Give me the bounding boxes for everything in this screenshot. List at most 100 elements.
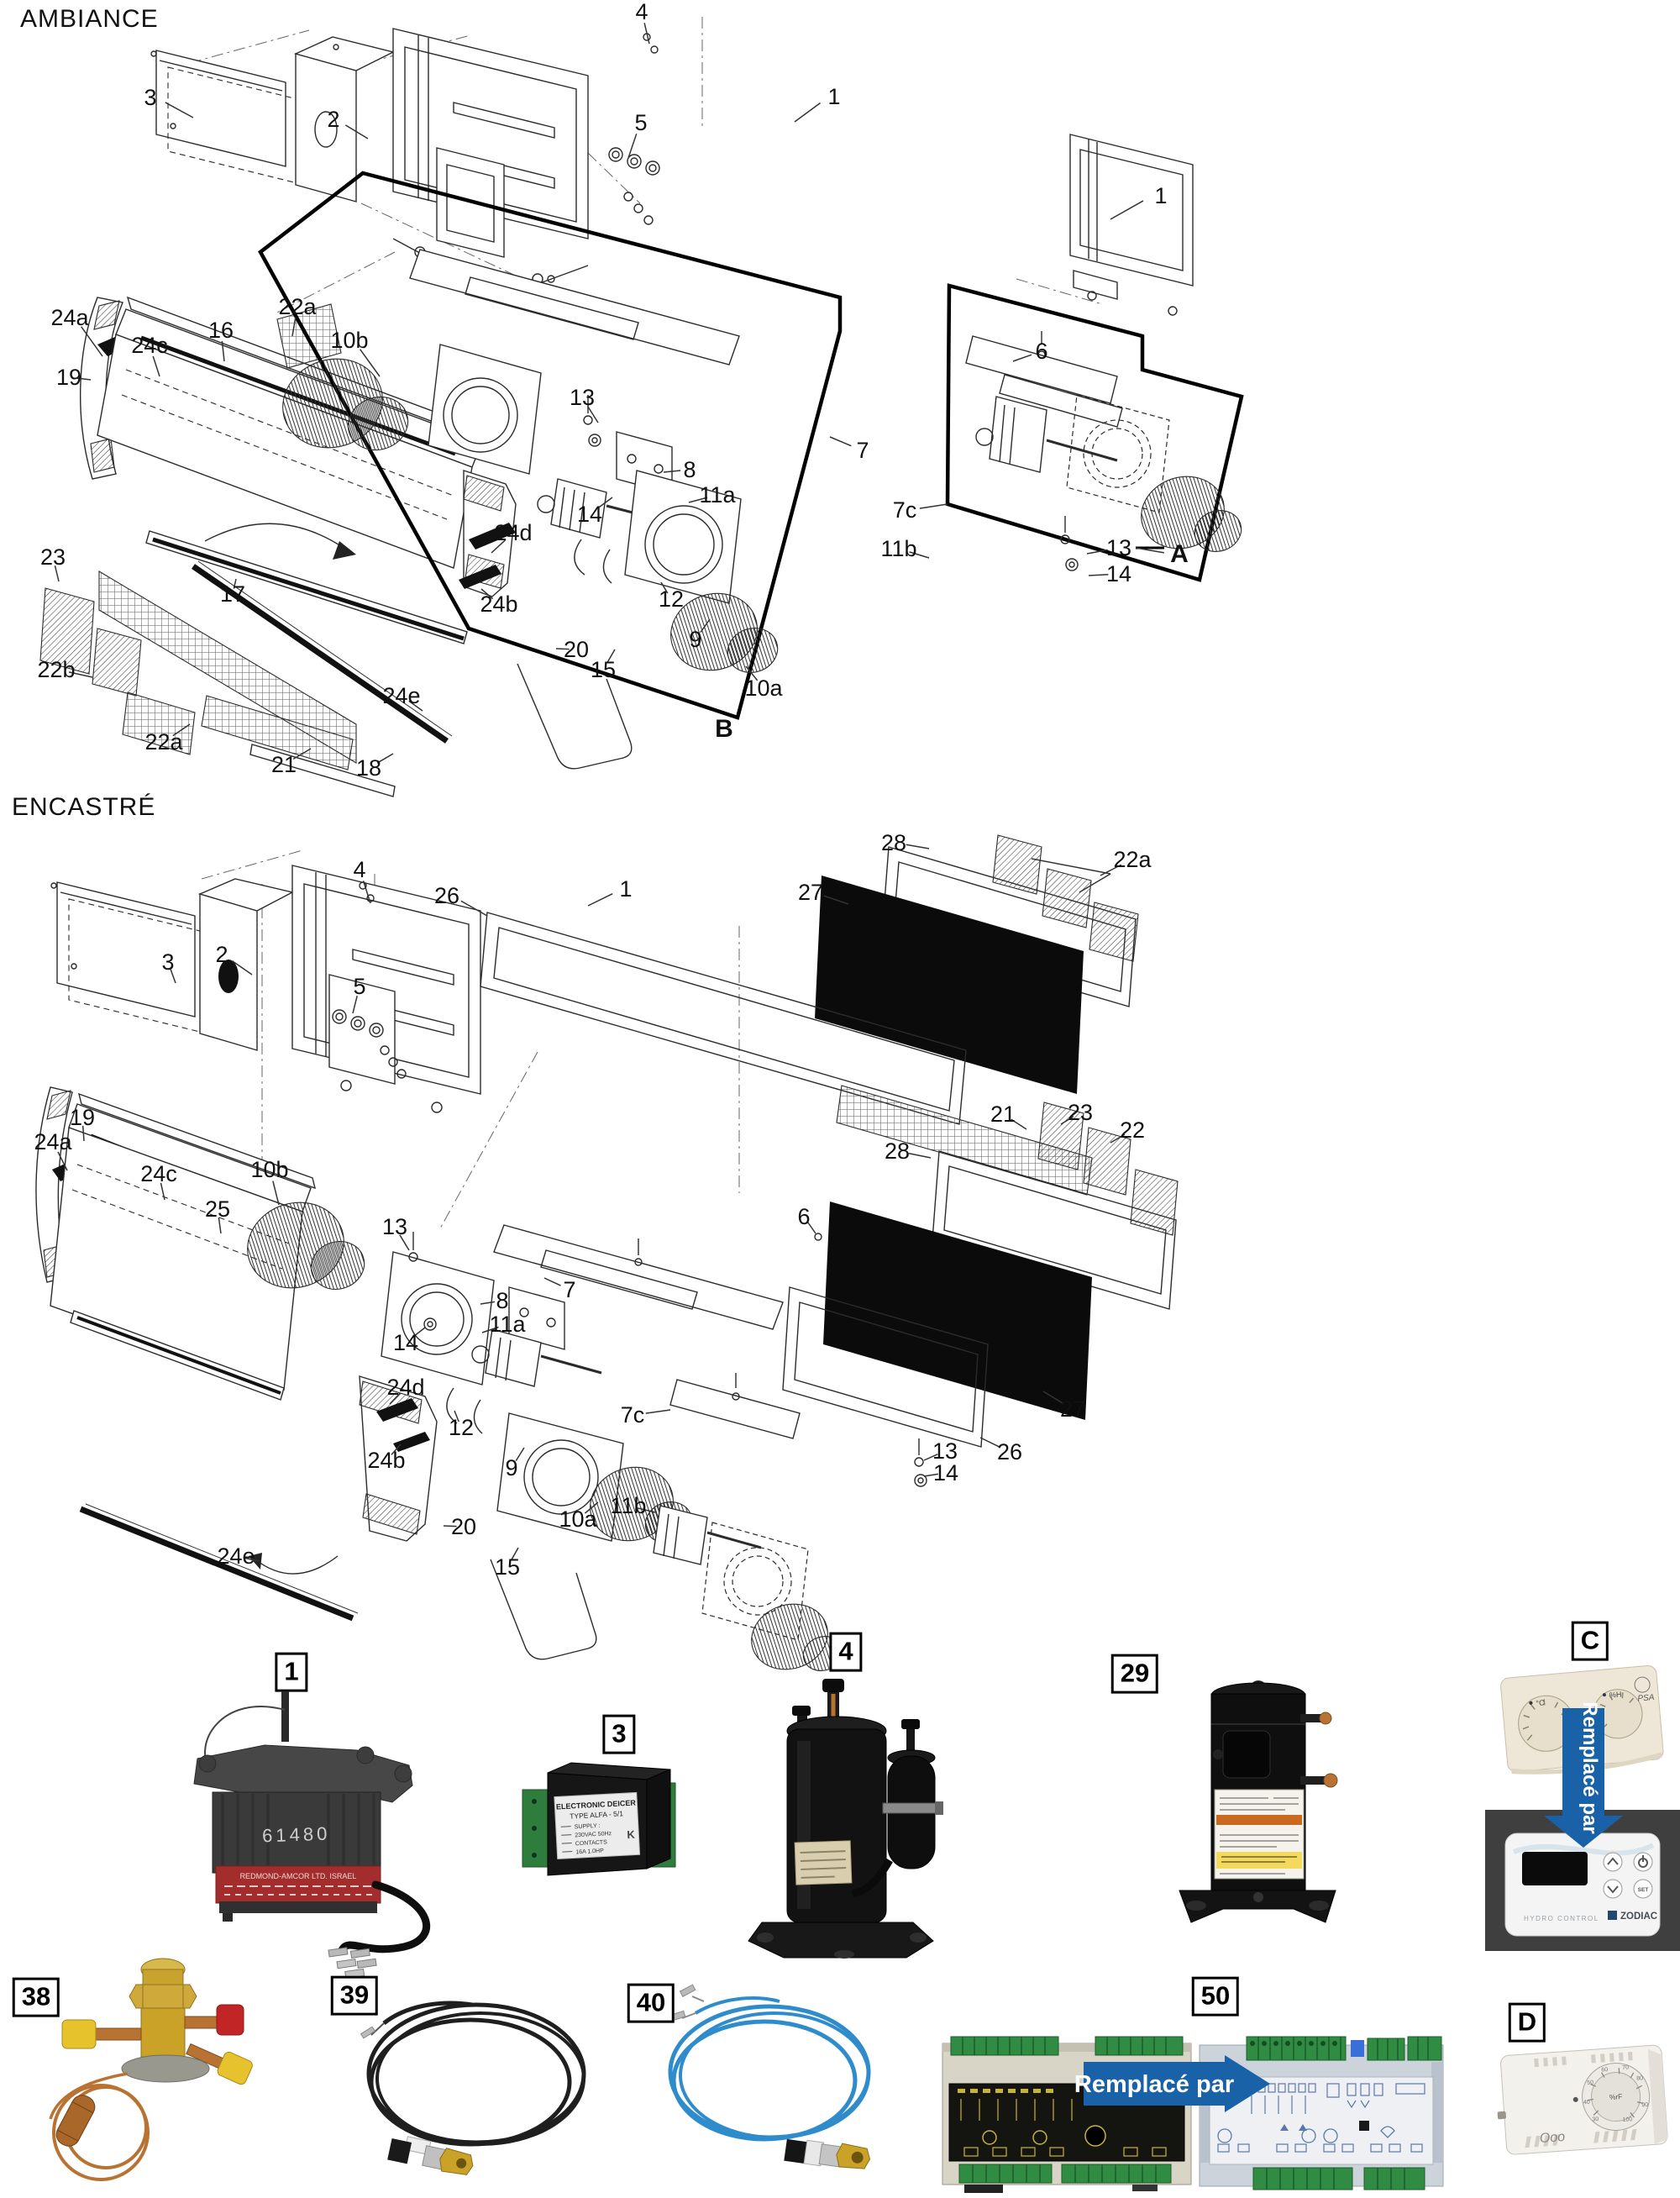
callout-leader-line [460,900,488,917]
part-number-box-50: 50 [1191,1976,1240,2017]
callout-leader-line [291,317,297,337]
photo-fan-motor: 61480 REDMOND-AMCOR LTD. ISRAEL [193,1685,431,1979]
callout-label-22b: 22b [37,657,75,682]
callout-leader-line [1042,1391,1063,1404]
callout-label-9: 9 [505,1455,517,1480]
callout-leader-line [643,23,650,45]
callout-leader-line [1100,864,1122,876]
callout-label-20: 20 [451,1514,476,1539]
callout-label-11b: 11b [610,1493,646,1518]
callout-leader-line [170,969,176,984]
part-number-box-1: 1 [275,1652,308,1692]
callout-leader-line [919,503,948,509]
callout-label-B: B [715,715,733,743]
callout-leader-line [606,649,616,663]
callout-label-1: 1 [827,84,840,109]
callout-label-24c: 24c [131,333,168,358]
replaced-by-arrow-vertical: Remplacé par [1544,1701,1623,1848]
callout-label-24a: 24a [34,1129,72,1154]
set-button-label: SET [1638,1887,1649,1893]
callout-leader-line [152,355,160,377]
zodiac-controller: SET HYDRO CONTROL ZODIAC [1504,1833,1661,1937]
callout-leader-line [909,551,930,559]
callout-label-7: 7 [563,1277,575,1302]
callout-leader-line [344,124,369,139]
callout-label-21: 21 [271,752,297,777]
callout-leader-line [1086,549,1108,555]
unit-body [35,1086,438,1622]
callout-leader-line [362,881,371,904]
callout-label-6: 6 [1035,339,1047,364]
callout-label-3: 3 [161,949,174,975]
callout-leader-line [923,1454,938,1461]
callout-leader-line [1060,1116,1074,1125]
callout-label-22: 22 [1120,1117,1145,1143]
callout-label-7c: 7c [621,1402,645,1428]
callout-leader-line [389,1392,401,1405]
grommets-5 [332,1009,407,1079]
callout-leader-line [172,723,191,737]
callout-label-7c: 7c [893,497,917,523]
hygrostat-tick: 30 [1592,2116,1599,2123]
controller-name: HYDRO CONTROL [1524,1915,1599,1922]
callout-leader-line [745,665,759,681]
upper-coil-assembly [480,834,1139,1125]
callout-label-24d: 24d [386,1375,424,1400]
callout-label-14: 14 [1106,561,1131,586]
callout-label-28: 28 [885,1138,910,1164]
callout-label-22a: 22a [144,729,183,755]
callout-label-10b: 10b [250,1157,288,1182]
callout-label-16: 16 [208,318,234,343]
callout-label-24e: 24e [217,1543,255,1569]
deicer-contacts-value: 16A 1.0HP [575,1848,604,1856]
callout-leader-line [587,893,613,907]
callout-label-15: 15 [495,1554,520,1580]
callout-leader-line [663,470,681,473]
callout-leader-line [165,102,194,118]
callout-leader-line [923,1473,939,1477]
motor-serial: 61480 [262,1823,331,1847]
callout-label-25: 25 [205,1196,230,1222]
callout-leader-line [1011,1118,1027,1130]
callout-label-27: 27 [1060,1396,1085,1422]
replaced-by-label: Remplacé par [1074,2071,1234,2098]
callout-leader-line [1110,1133,1126,1144]
hygrostat-tick: 70 [1622,2064,1629,2071]
callout-label-2: 2 [215,942,228,967]
callout-label-15: 15 [591,657,616,682]
callout-leader-line [233,578,237,589]
callout-label-11a: 11a [699,482,736,507]
callout-leader-line [244,1557,260,1562]
photo-pressure-switch-blue [668,1984,871,2169]
callout-leader-line [218,1217,222,1234]
callout-label-10a: 10a [559,1507,597,1532]
callout-label-20: 20 [564,637,589,662]
callout-leader-line [597,497,613,509]
photo-hygrostat: 30 40 50 60 70 80 90 100 %rF Ooo [1497,2044,1668,2155]
callout-leader-line [454,1410,459,1422]
callout-label-7: 7 [856,438,869,463]
callout-label-3: 3 [144,85,156,110]
photo-scroll-compressor [1179,1680,1338,1923]
photo-deicer: ELECTRONIC DEICER TYPE ALFA - 5/1 SUPPLY… [522,1762,676,1876]
callout-label-24c: 24c [140,1161,177,1186]
part-number-box-40: 40 [627,1983,675,2023]
hygrostat-tick: 50 [1587,2080,1593,2086]
callout-label-21: 21 [990,1102,1016,1127]
callout-leader-line [979,1437,1000,1448]
callout-leader-line [660,581,669,594]
callout-leader-line [443,1525,457,1528]
deicer-supply-label: SUPPLY : [575,1823,601,1831]
deicer-contacts-label: CONTACTS [575,1839,608,1847]
callout-label-24b: 24b [480,592,517,617]
callout-label-14: 14 [577,502,602,527]
thermostat-celsius: °C [1536,1698,1545,1707]
callout-label-6: 6 [797,1204,810,1229]
right-frame [1069,134,1194,316]
photo-pressure-switch-black [360,2001,586,2175]
callout-leader-line [510,1547,519,1561]
callout-leader-line [829,436,852,447]
callout-label-8: 8 [683,457,696,482]
part-number-box-3: 3 [602,1714,636,1754]
